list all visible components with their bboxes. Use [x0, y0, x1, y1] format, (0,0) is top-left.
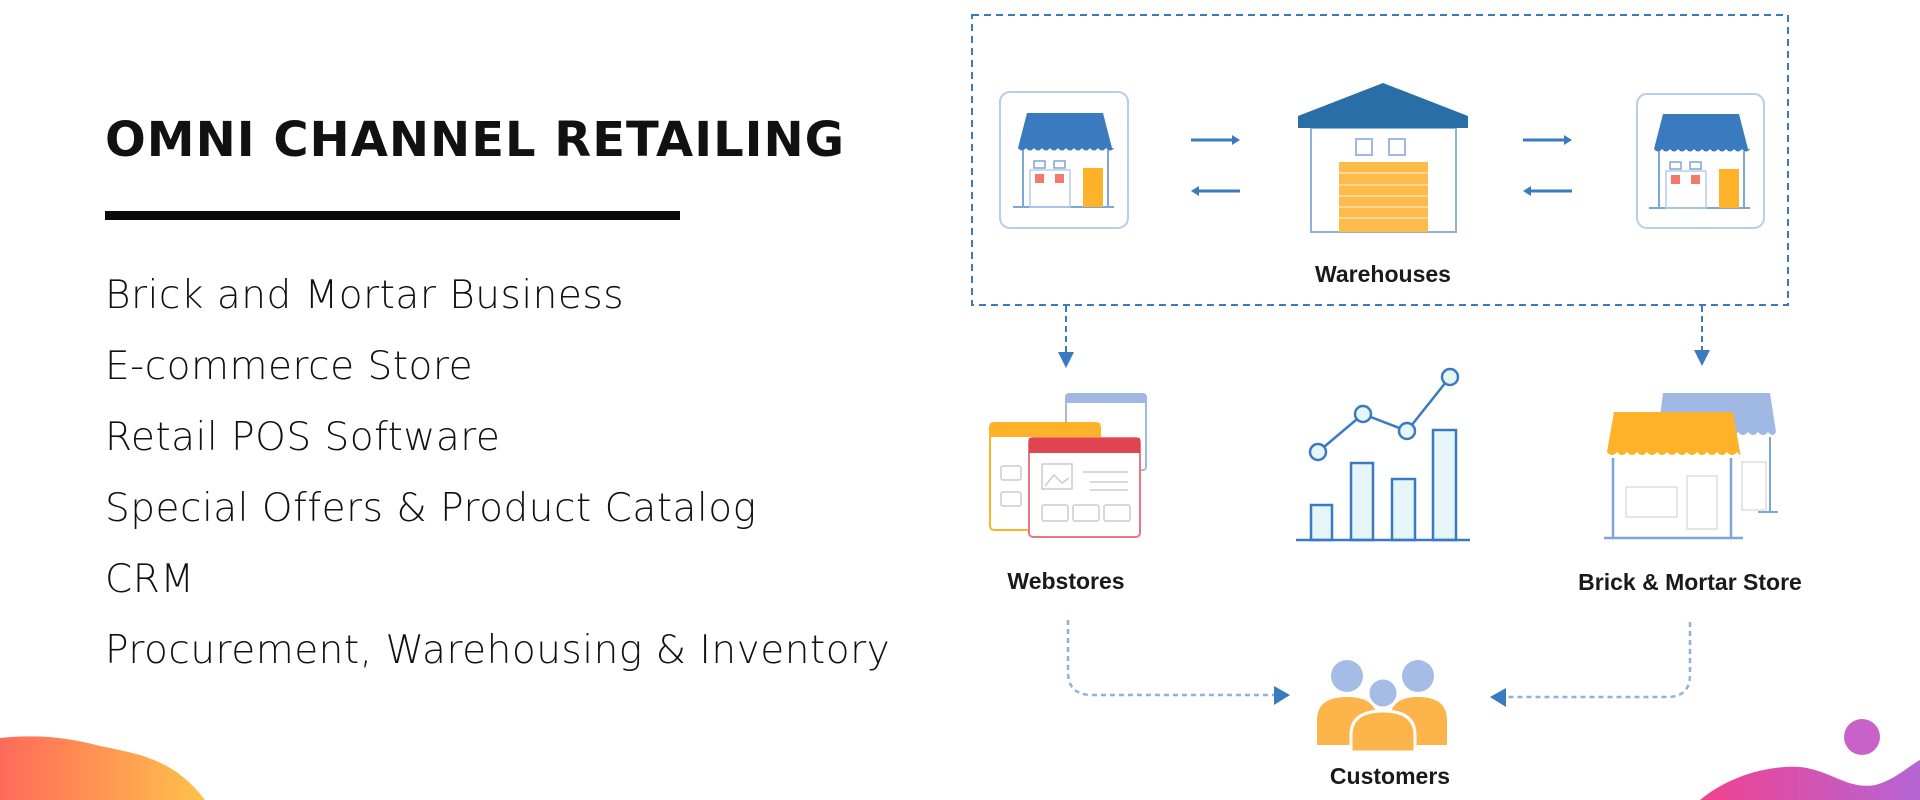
customers-label: Customers: [1330, 763, 1450, 789]
store-icon-right: [1636, 93, 1765, 229]
feature-item: E-commerce Store: [105, 344, 474, 389]
exchange-arrows-right: [1523, 135, 1572, 196]
store-icon-left: [999, 91, 1129, 229]
flow-brick-mortar-to-customers: [1490, 622, 1692, 707]
page-title: OMNI CHANNEL RETAILING: [105, 112, 846, 168]
webstores-icon: [989, 393, 1147, 538]
brick-mortar-store-icon: [1604, 393, 1778, 540]
title-underline: [105, 211, 680, 220]
customers-icon: [1317, 660, 1447, 754]
feature-list: Brick and Mortar Business E-commerce Sto…: [105, 270, 890, 696]
feature-item: CRM: [105, 557, 195, 602]
analytics-chart-icon: [1296, 367, 1470, 542]
brick-mortar-label: Brick & Mortar Store: [1578, 569, 1802, 595]
feature-item: Special Offers & Product Catalog: [105, 486, 757, 531]
down-arrow-webstores: [1058, 306, 1074, 368]
flow-webstores-to-customers: [1066, 620, 1290, 705]
decor-dot-right: [1844, 719, 1880, 755]
feature-item: Retail POS Software: [105, 415, 501, 460]
feature-item: Brick and Mortar Business: [105, 273, 625, 318]
decor-blob-left: [0, 736, 205, 800]
warehouse-icon: [1298, 83, 1468, 233]
down-arrow-brick-mortar: [1694, 306, 1710, 366]
warehouses-label: Warehouses: [1315, 261, 1451, 287]
webstores-label: Webstores: [1007, 568, 1124, 594]
decor-blob-right: [1700, 760, 1920, 800]
feature-item: Procurement, Warehousing & Inventory: [105, 628, 891, 673]
warehouse-group-border: [971, 14, 1789, 306]
exchange-arrows-left: [1191, 135, 1240, 196]
